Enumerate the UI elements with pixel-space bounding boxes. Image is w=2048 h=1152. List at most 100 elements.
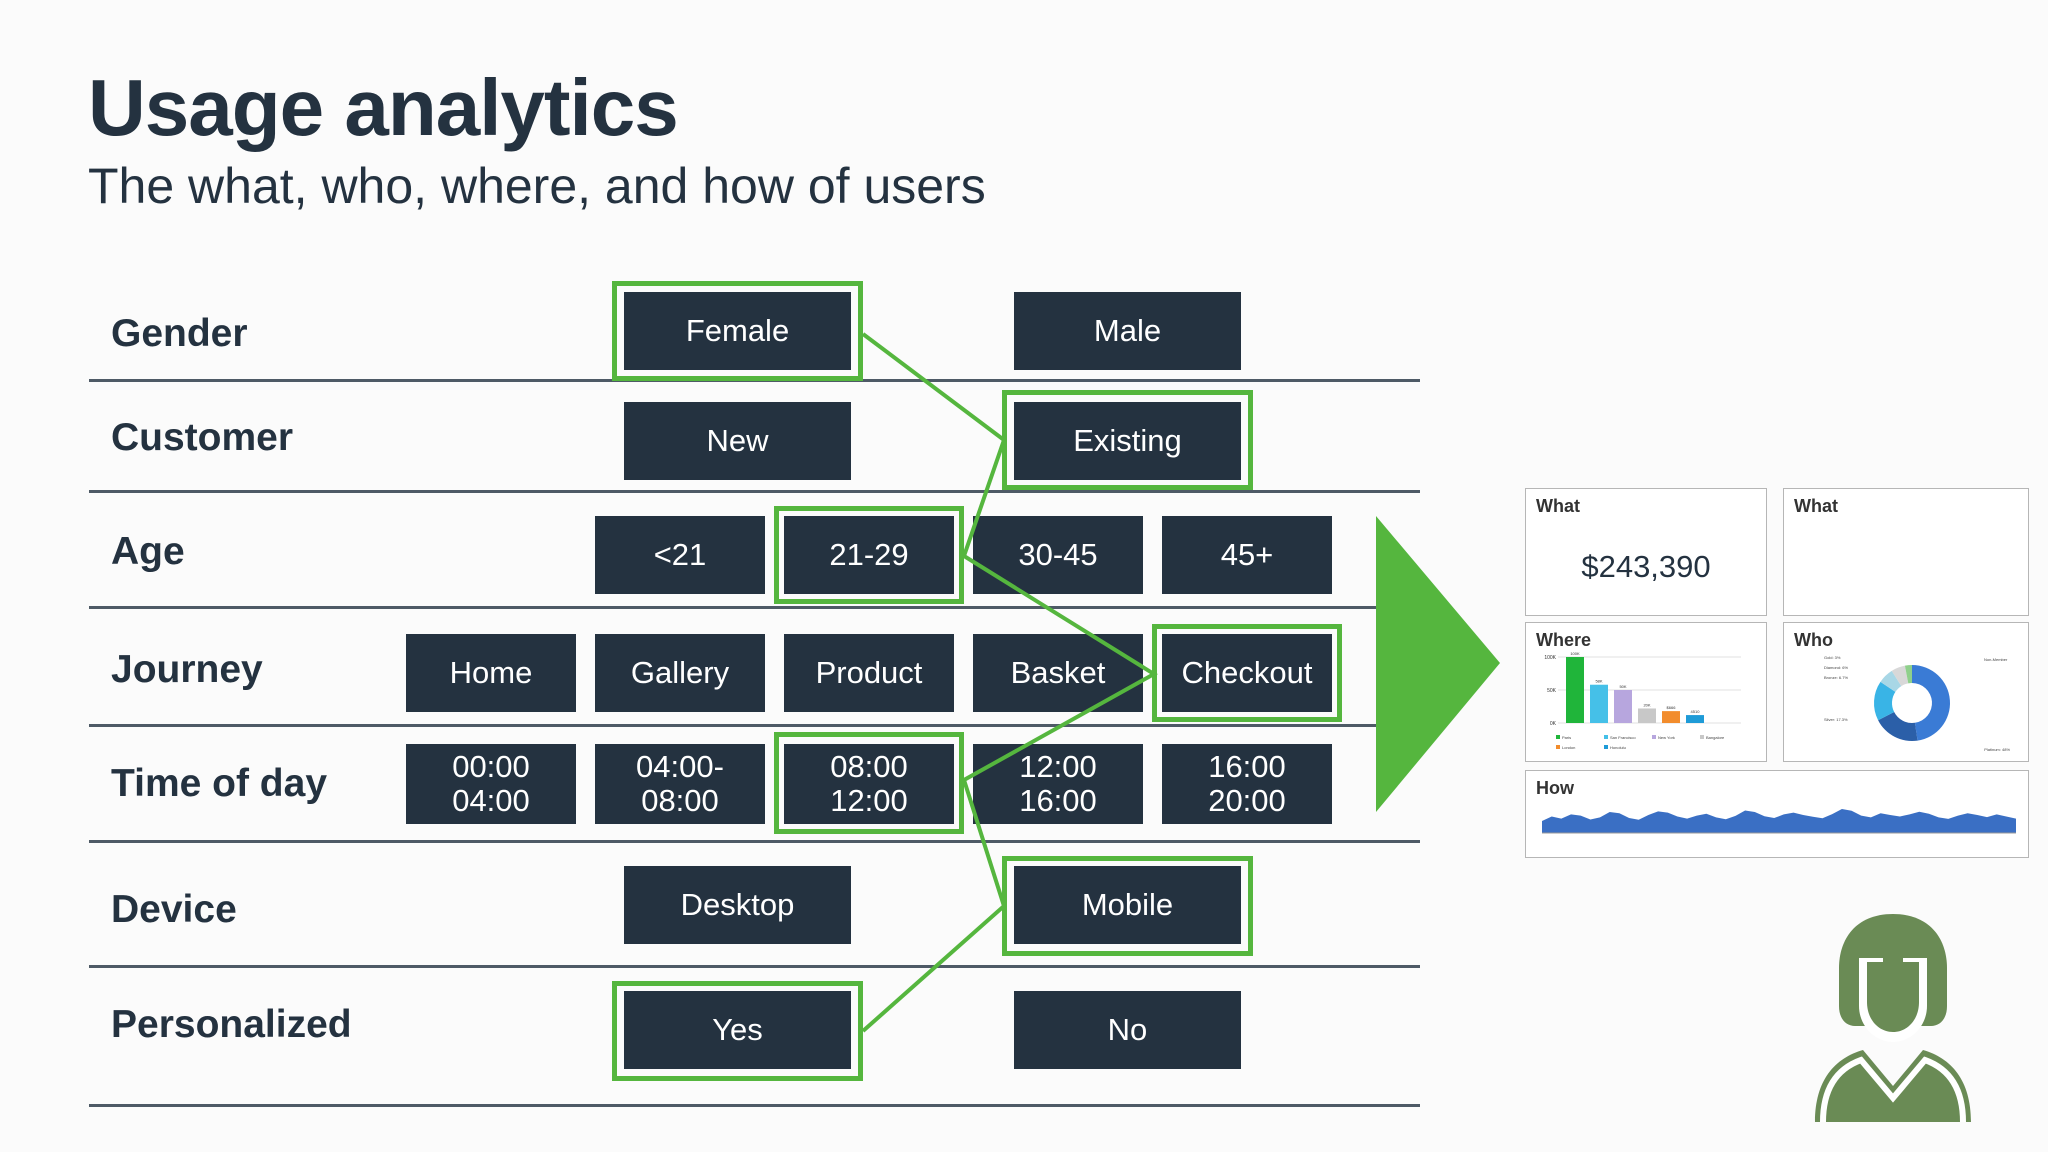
who-slice-label: Non-Member: [1984, 657, 2008, 662]
who-donut-chart: Gold: 3% Diamond: 6% Bronze: 6.7% Silver: 1…: [1824, 655, 2010, 752]
panel-who: Who Gold: 3%Diamond: 6%Bronze: 6.7%Silve…: [1783, 622, 2029, 762]
option-age-45-plus[interactable]: 45+: [1162, 516, 1332, 594]
where-y-tick: 0K: [1550, 721, 1557, 727]
option-male[interactable]: Male: [1014, 292, 1241, 370]
where-bar: [1590, 684, 1608, 723]
who-slice-label: Diamond: 6%: [1824, 665, 1848, 670]
treemap-tile-clothing: CLOTHING: [1823, 547, 1860, 554]
where-bar-label: $666: [1667, 705, 1677, 710]
where-legend-swatch: [1604, 745, 1608, 749]
where-y-tick: 50K: [1547, 688, 1557, 694]
how-area-series: [1542, 809, 2016, 833]
who-donut-slice: [1874, 681, 1896, 721]
option-time-16-20[interactable]: 16:00 20:00: [1162, 744, 1332, 824]
where-bar-label: 50K: [1619, 684, 1626, 689]
where-legend-label: London: [1562, 745, 1575, 750]
panel-title: What: [1536, 496, 1580, 516]
panel-title: How: [1536, 778, 1574, 798]
selected-highlight-yes: [612, 981, 863, 1081]
where-legend-swatch: [1652, 735, 1656, 739]
row-label-device: Device: [111, 888, 237, 931]
treemap-tile-home: HOME: [1909, 583, 1931, 590]
panel-title: What: [1794, 496, 1838, 516]
option-basket[interactable]: Basket: [973, 634, 1143, 712]
selected-highlight-21-29: [774, 506, 964, 604]
row-divider: [89, 965, 1420, 968]
how-area-chart: [1542, 809, 2016, 834]
where-legend-label: Paris: [1562, 735, 1571, 740]
option-female[interactable]: Female: [624, 292, 851, 370]
page-subtitle: The what, who, where, and how of users: [88, 158, 986, 214]
row-divider: [89, 1104, 1420, 1107]
where-legend-label: Bangalore: [1706, 735, 1725, 740]
option-no[interactable]: No: [1014, 991, 1241, 1069]
where-bar: [1638, 708, 1656, 723]
treemap-tile-jewelry: JEWELRY: [1824, 587, 1859, 595]
option-desktop[interactable]: Desktop: [624, 866, 851, 944]
where-bar-label: 20K: [1643, 702, 1650, 707]
treemap-tile-cosmetics: COSMETICS: [1886, 541, 1893, 584]
revenue-amount: $243,390: [1581, 549, 1711, 584]
treemap-tile-bags: BAGS: [1952, 586, 1974, 594]
treemap-tile-shoes: SHOES: [1907, 542, 1933, 550]
option-mobile[interactable]: Mobile: [1014, 866, 1241, 944]
option-home[interactable]: Home: [406, 634, 576, 712]
where-legend-label: New York: [1658, 735, 1675, 740]
option-time-04-08[interactable]: 04:00- 08:00: [595, 744, 765, 824]
option-age-21-29[interactable]: 21-29: [784, 516, 954, 594]
who-donut-slice: [1891, 665, 1909, 687]
result-arrow: [1376, 516, 1500, 812]
user-avatar-icon: [1815, 914, 1971, 1123]
option-age-under-21[interactable]: <21: [595, 516, 765, 594]
who-donut-slice: [1912, 665, 1950, 741]
who-donut-slice: [1880, 670, 1902, 692]
option-gallery[interactable]: Gallery: [595, 634, 765, 712]
row-label-gender: Gender: [111, 312, 248, 355]
option-existing[interactable]: Existing: [1014, 402, 1241, 480]
who-donut-slice: [1904, 665, 1912, 684]
option-product[interactable]: Product: [784, 634, 954, 712]
row-label-customer: Customer: [111, 416, 294, 459]
who-donut-slice: [1878, 712, 1918, 741]
where-legend-swatch: [1556, 745, 1560, 749]
who-slice-label: Platinum: 48%: [1984, 747, 2010, 752]
where-bar: [1686, 715, 1704, 723]
page-title: Usage analytics: [88, 63, 679, 152]
where-legend-label: San Francisco: [1610, 735, 1636, 740]
where-legend-label: Honolulu: [1610, 745, 1626, 750]
who-slice-label: Silver: 17.3%: [1824, 717, 1848, 722]
who-slice-label: Gold: 3%: [1824, 655, 1841, 660]
row-divider: [89, 840, 1420, 843]
row-label-time: Time of day: [111, 762, 328, 805]
row-label-age: Age: [111, 530, 185, 573]
row-label-personalized: Personalized: [111, 1003, 352, 1046]
option-new[interactable]: New: [624, 402, 851, 480]
where-bar-label: 58K: [1595, 679, 1602, 684]
row-divider: [89, 606, 1420, 609]
who-slice-label: Bronze: 6.7%: [1824, 675, 1848, 680]
option-time-08-12[interactable]: 08:00 12:00: [784, 744, 954, 824]
where-bar: [1662, 711, 1680, 723]
row-label-journey: Journey: [111, 648, 263, 691]
option-time-00-04[interactable]: 00:00 04:00: [406, 744, 576, 824]
treemap-tile-sale: SALE: [1953, 560, 1973, 567]
option-checkout[interactable]: Checkout: [1162, 634, 1332, 712]
option-yes[interactable]: Yes: [624, 991, 851, 1069]
where-bar-label: 100K: [1570, 651, 1580, 656]
row-divider: [89, 490, 1420, 493]
panel-title: Where: [1536, 630, 1592, 650]
panel-what-treemap: What CLOTHING JEWELRY COSMETICS SHOES HO…: [1783, 488, 2029, 616]
selected-highlight-08-12: [774, 732, 964, 834]
where-bar-label: 4510: [1691, 709, 1701, 714]
where-legend-swatch: [1604, 735, 1608, 739]
panel-what-amount: What $243,390: [1525, 488, 1767, 616]
where-legend-swatch: [1700, 735, 1704, 739]
row-divider: [89, 724, 1420, 727]
selection-path-line: [861, 332, 1158, 1033]
selected-highlight-female: [612, 281, 863, 381]
panel-how: How: [1525, 770, 2029, 858]
